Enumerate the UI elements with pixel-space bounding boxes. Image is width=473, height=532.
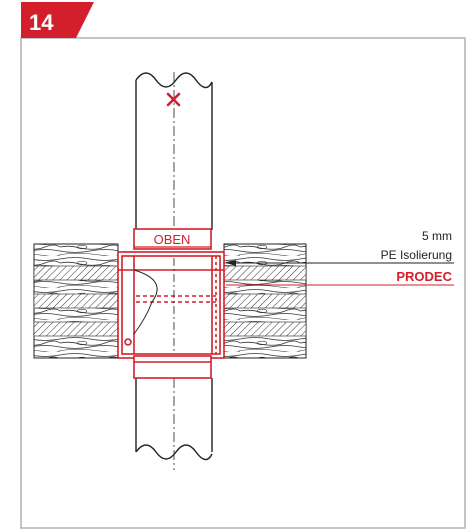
product-label: PRODEC xyxy=(396,269,452,284)
wall-right xyxy=(223,243,307,359)
step-number: 14 xyxy=(29,10,54,35)
pipe-lower xyxy=(135,378,213,461)
x-mark-icon xyxy=(166,92,181,107)
insulation-label: PE Isolierung xyxy=(381,248,452,262)
thickness-label: 5 mm xyxy=(422,229,452,243)
leader-arrow xyxy=(226,260,236,266)
step-badge xyxy=(21,2,94,38)
sleeve-flap-arc xyxy=(133,269,158,335)
oben-tag xyxy=(133,228,212,250)
lower-collar xyxy=(133,355,212,379)
label-leaders xyxy=(226,262,454,286)
fire-sleeve xyxy=(117,251,225,359)
wall-left xyxy=(33,243,119,359)
pipe-upper xyxy=(135,72,213,230)
oben-label: OBEN xyxy=(154,232,191,247)
